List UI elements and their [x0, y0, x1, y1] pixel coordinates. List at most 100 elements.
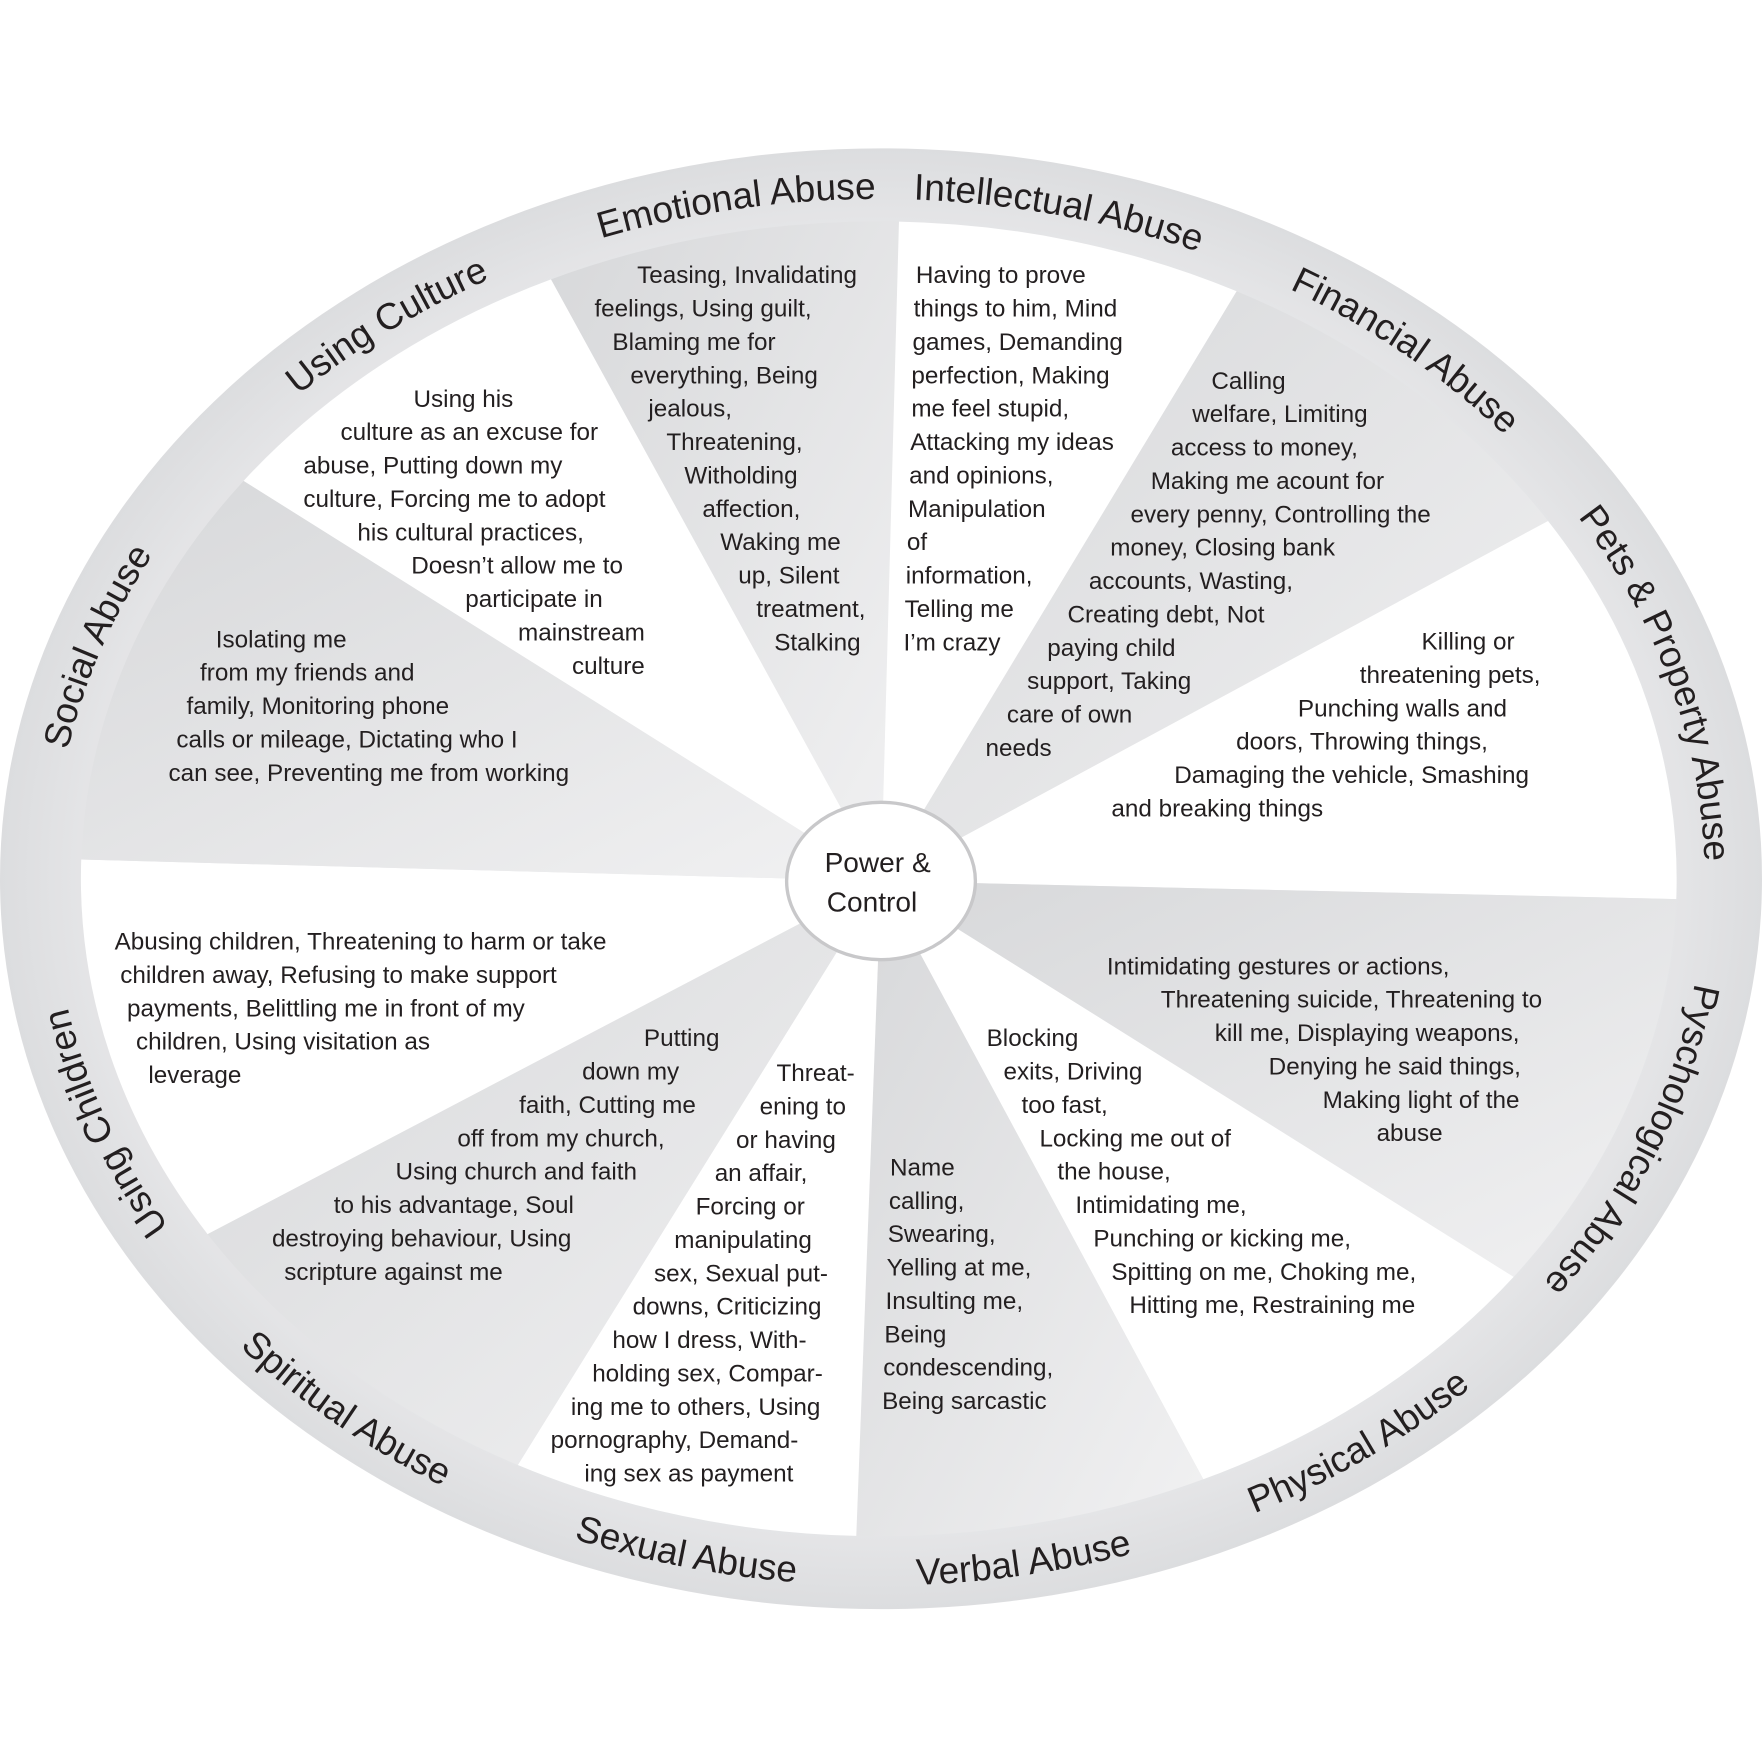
- description-line: Making me acount for: [1151, 468, 1384, 495]
- description-line: Teasing, Invalidating: [637, 262, 857, 289]
- description-line: Witholding: [684, 462, 797, 489]
- description-line: can see, Preventing me from working: [169, 760, 570, 787]
- wedge-pets: [881, 520, 1677, 900]
- description-line: Threatening suicide, Threatening to: [1161, 987, 1542, 1014]
- description-line: Yelling at me,: [887, 1255, 1032, 1282]
- description-line: downs, Criticizing: [633, 1294, 822, 1321]
- description-line: too fast,: [1021, 1092, 1107, 1119]
- description-social: Isolating me from my friends and family, M…: [169, 626, 570, 786]
- description-line: support, Taking: [1027, 668, 1191, 695]
- description-line: from my friends and: [200, 660, 414, 687]
- wedge-social: [81, 480, 881, 881]
- description-line: things to him, Mind: [914, 296, 1118, 323]
- wedge-spiritual: [207, 881, 882, 1465]
- description-line: Calling: [1211, 368, 1285, 395]
- description-line: ing sex as payment: [584, 1461, 793, 1488]
- description-line: money, Closing bank: [1110, 535, 1336, 562]
- description-line: condescending,: [883, 1355, 1053, 1382]
- description-line: information,: [906, 563, 1033, 590]
- description-line: Making light of the: [1323, 1087, 1520, 1114]
- description-line: games, Demanding: [912, 329, 1122, 356]
- description-line: calls or mileage, Dictating who I: [176, 726, 517, 753]
- wedge-emotional: [550, 221, 899, 881]
- description-line: off from my church,: [457, 1125, 664, 1152]
- description-line: Blaming me for: [612, 329, 775, 356]
- center-label-line1: Power &: [825, 847, 931, 878]
- description-line: leverage: [148, 1062, 241, 1089]
- description-line: Punching walls and: [1298, 695, 1507, 722]
- description-line: Hitting me, Restraining me: [1129, 1292, 1415, 1319]
- description-line: Using his: [414, 386, 514, 413]
- description-line: sex, Sexual put-: [654, 1260, 828, 1287]
- description-line: Isolating me: [216, 626, 347, 653]
- description-line: Damaging the vehicle, Smashing: [1174, 762, 1529, 789]
- description-line: every penny, Controlling the: [1130, 501, 1430, 528]
- description-line: accounts, Wasting,: [1089, 568, 1293, 595]
- description-line: kill me, Displaying weapons,: [1215, 1020, 1520, 1047]
- description-line: Intimidating me,: [1075, 1192, 1246, 1219]
- description-line: Forcing or: [696, 1194, 805, 1221]
- description-line: Insulting me,: [885, 1288, 1023, 1315]
- center-ellipse: [784, 800, 978, 962]
- description-line: and opinions,: [909, 462, 1053, 489]
- description-line: Putting: [644, 1025, 720, 1052]
- description-line: I’m crazy: [903, 629, 1001, 656]
- wedge-culture: [243, 279, 881, 881]
- description-line: to his advantage, Soul: [334, 1192, 574, 1219]
- description-line: Locking me out of: [1039, 1125, 1231, 1152]
- description-line: perfection, Making: [911, 362, 1109, 389]
- description-line: feelings, Using guilt,: [594, 296, 811, 323]
- description-line: Being sarcastic: [882, 1388, 1047, 1415]
- wedge-physical: [881, 881, 1514, 1480]
- description-emotional: Teasing, Invalidating feelings, Using gui…: [594, 262, 865, 656]
- description-line: threatening pets,: [1360, 662, 1541, 689]
- description-line: mainstream: [518, 619, 645, 646]
- description-line: Intimidating gestures or actions,: [1107, 953, 1450, 980]
- description-line: how I dress, With-: [612, 1327, 806, 1354]
- description-line: family, Monitoring phone: [187, 693, 450, 720]
- description-line: holding sex, Compar-: [592, 1360, 823, 1387]
- description-line: scripture against me: [284, 1259, 503, 1286]
- description-line: Using church and faith: [396, 1159, 637, 1186]
- description-line: welfare, Limiting: [1191, 401, 1367, 428]
- description-line: Denying he said things,: [1269, 1053, 1521, 1080]
- wedge-verbal: [856, 881, 1204, 1537]
- wedge-psychological: [881, 881, 1677, 1277]
- description-line: Punching or kicking me,: [1093, 1225, 1351, 1252]
- description-line: manipulating: [674, 1227, 812, 1254]
- description-line: Telling me: [905, 596, 1014, 623]
- description-line: access to money,: [1171, 435, 1358, 462]
- description-line: or having: [736, 1127, 836, 1154]
- description-line: Manipulation: [908, 496, 1046, 523]
- description-line: exits, Driving: [1003, 1059, 1142, 1086]
- description-line: children, Using visitation as: [136, 1029, 430, 1056]
- description-line: Threatening,: [666, 429, 802, 456]
- description-line: children away, Refusing to make support: [120, 962, 557, 989]
- wedge-children: [80, 859, 882, 1235]
- description-line: Spitting on me, Choking me,: [1111, 1259, 1416, 1286]
- description-line: participate in: [465, 586, 603, 613]
- description-line: destroying behaviour, Using: [272, 1225, 571, 1252]
- description-psychological: Intimidating gestures or actions, Threate…: [1107, 953, 1542, 1147]
- description-line: Killing or: [1422, 629, 1515, 656]
- description-line: of: [907, 529, 927, 556]
- description-line: his cultural practices,: [357, 519, 584, 546]
- description-line: Creating debt, Not: [1068, 601, 1265, 628]
- description-line: jealous,: [647, 396, 732, 423]
- description-pets: Killing or threatening pets, Punching wall…: [1111, 629, 1540, 823]
- description-line: culture, Forcing me to adopt: [303, 486, 605, 513]
- description-line: and breaking things: [1111, 795, 1323, 822]
- description-line: up, Silent: [738, 563, 839, 590]
- description-line: pornography, Demand-: [551, 1427, 799, 1454]
- description-line: affection,: [702, 496, 800, 523]
- description-line: abuse: [1377, 1120, 1443, 1147]
- description-line: an affair,: [715, 1160, 808, 1187]
- description-line: everything, Being: [630, 362, 818, 389]
- description-line: Waking me: [720, 529, 840, 556]
- description-line: Attacking my ideas: [910, 429, 1114, 456]
